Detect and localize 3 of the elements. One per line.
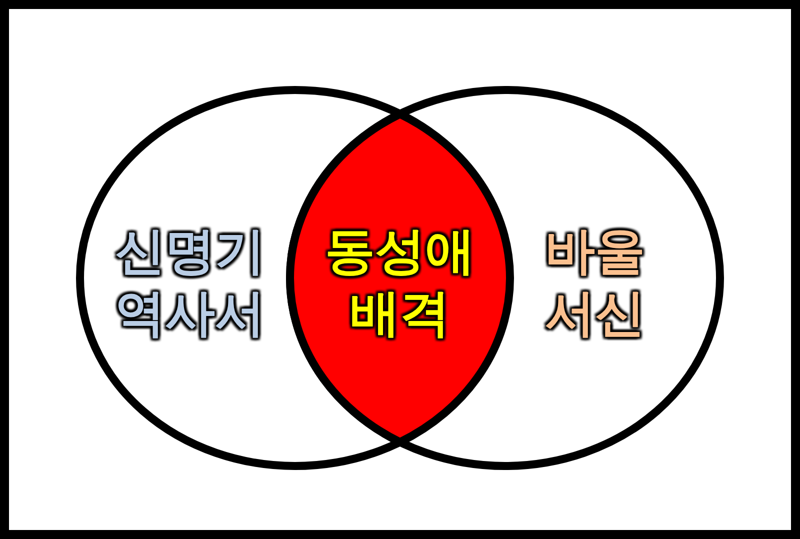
set-label: 바울 서신 (544, 221, 646, 344)
set-label: 신명기 역사서 (114, 221, 266, 344)
overlap-label: 동성애 배격 (324, 220, 476, 344)
